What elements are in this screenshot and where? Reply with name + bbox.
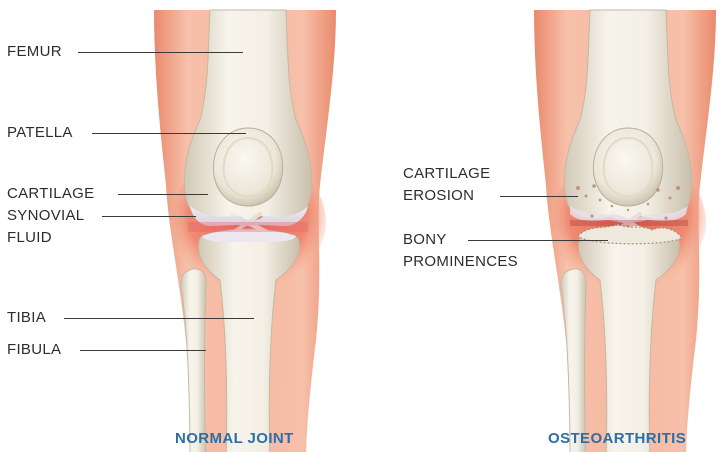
osteoarthritis-knee (534, 10, 716, 452)
label-fibula: FIBULA (7, 340, 61, 360)
label-synovial: SYNOVIAL (7, 206, 84, 226)
label-prominences: PROMINENCES (403, 252, 518, 272)
leader-tibia (64, 318, 254, 319)
label-bony: BONY (403, 230, 447, 250)
caption-osteoarthritis: OSTEOARTHRITIS (548, 430, 686, 447)
label-synovial-fluid: FLUID (7, 228, 52, 248)
label-erosion: EROSION (403, 186, 474, 206)
label-femur: FEMUR (7, 42, 62, 62)
label-cartilage: CARTILAGE (7, 184, 94, 204)
leader-synovial (102, 216, 196, 217)
leader-femur (78, 52, 243, 53)
leader-patella (92, 133, 246, 134)
leader-cartilage (118, 194, 208, 195)
leader-bony (468, 240, 608, 241)
leader-fibula (80, 350, 206, 351)
label-tibia: TIBIA (7, 308, 46, 328)
caption-normal-joint: NORMAL JOINT (175, 430, 294, 447)
label-patella: PATELLA (7, 123, 73, 143)
leader-erosion (500, 196, 578, 197)
normal-knee (154, 10, 336, 452)
label-cartilage-erosion: CARTILAGE (403, 164, 490, 184)
